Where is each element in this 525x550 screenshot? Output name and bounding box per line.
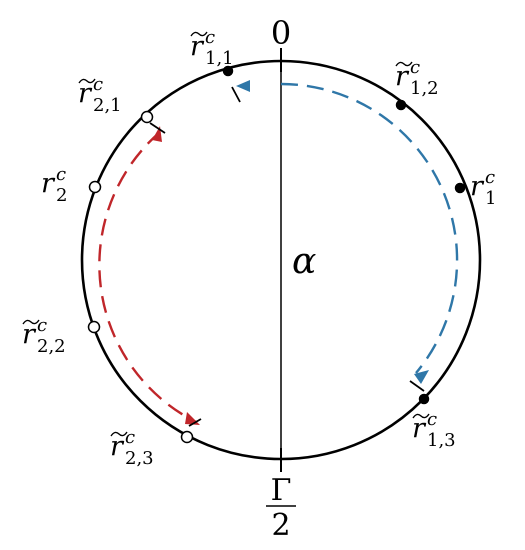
bottom-label-denominator: 2	[271, 508, 290, 543]
label-sub-r23: 2,3	[125, 448, 154, 469]
label-base-r2: r	[41, 168, 56, 199]
label-sub-r1: 1	[485, 188, 496, 209]
blue-arrowhead-start	[236, 80, 250, 92]
tick-r13	[409, 380, 425, 392]
label-sub-r22: 2,2	[37, 336, 66, 357]
top-label-zero: 0	[271, 14, 291, 52]
tick-r23	[188, 418, 202, 427]
label-base-r1: r	[470, 171, 485, 202]
tilde-r22	[22, 319, 40, 325]
label-sub-r21: 2,1	[93, 95, 122, 116]
tilde-r13	[412, 413, 430, 419]
label-sup-r22: c	[37, 315, 47, 336]
tilde-r12	[395, 61, 413, 67]
label-sub-r13: 1,3	[427, 430, 456, 451]
tick-r11	[231, 86, 241, 103]
label-sup-r12: c	[410, 57, 420, 78]
label-sup-r2: c	[56, 164, 66, 185]
point-marker-r22	[87, 320, 101, 334]
label-sup-r11: c	[205, 27, 215, 48]
point-marker-r13	[418, 393, 430, 405]
point-markers	[87, 65, 466, 444]
tick-r21	[149, 122, 166, 134]
label-sup-r21: c	[93, 74, 103, 95]
center-label-alpha: α	[292, 241, 316, 282]
point-marker-r12	[395, 99, 407, 111]
point-marker-r21	[140, 110, 154, 124]
label-base-r13: r	[412, 413, 427, 444]
tilde-r11	[190, 31, 208, 37]
blue-dashed-arc	[280, 82, 459, 374]
label-sup-r23: c	[125, 427, 135, 448]
label-sub-r11: 1,1	[205, 48, 234, 69]
point-marker-r2	[88, 180, 102, 194]
red-dashed-arc	[98, 131, 197, 424]
point-marker-r23	[180, 430, 194, 444]
label-sup-r13: c	[427, 409, 437, 430]
point-marker-r1	[454, 182, 466, 194]
tilde-r21	[78, 78, 96, 84]
label-sub-r12: 1,2	[410, 78, 439, 99]
tilde-r23	[110, 431, 128, 437]
label-sub-r2: 2	[56, 185, 67, 206]
label-base-r22: r	[22, 319, 37, 350]
label-base-r12: r	[395, 61, 410, 92]
point-marker-r11	[222, 65, 234, 77]
label-base-r21: r	[78, 78, 93, 109]
label-sup-r1: c	[485, 167, 495, 188]
bottom-label-numerator: Γ	[271, 473, 292, 508]
blue-arrowhead-end	[414, 370, 429, 384]
label-base-r23: r	[110, 431, 125, 462]
label-base-r11: r	[190, 31, 205, 62]
